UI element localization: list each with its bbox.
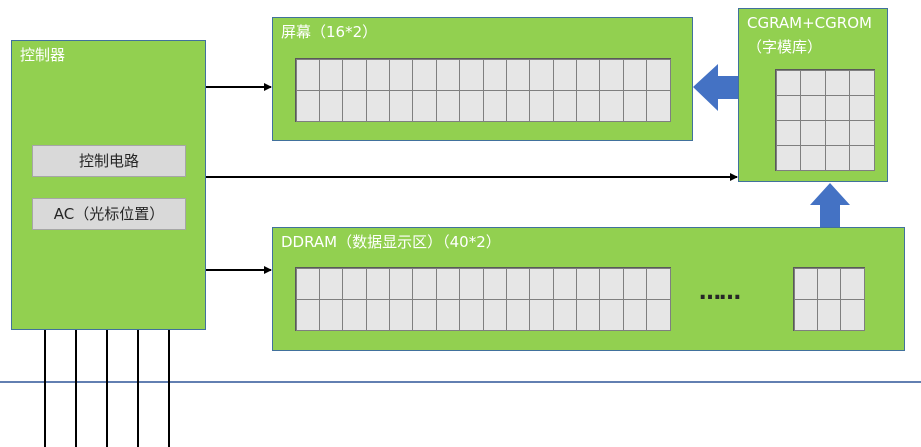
grid-cell — [365, 298, 390, 331]
grid-cell — [840, 267, 865, 300]
cgram-cgrom-block: CGRAM+CGROM （字模库） — [738, 8, 888, 182]
grid-cell — [775, 94, 801, 121]
grid-cell — [849, 119, 875, 146]
grid-cell — [646, 89, 671, 122]
grid-cell — [622, 58, 648, 91]
grid-cell — [775, 69, 801, 96]
controller-block: 控制器 控制电路 AC（光标位置） — [11, 40, 206, 330]
grid-cell — [646, 58, 671, 91]
ddram-cell-grid-main — [295, 267, 671, 331]
grid-cell — [800, 69, 826, 96]
grid-cell — [505, 298, 531, 331]
cgram-cgrom-subtitle: （字模库） — [747, 38, 823, 56]
grid-cell — [295, 298, 320, 331]
grid-cell — [435, 267, 461, 300]
grid-cell — [318, 89, 344, 122]
grid-cell — [412, 89, 437, 122]
block-arrow-cgram-to-screen — [693, 64, 738, 111]
grid-cell — [482, 58, 507, 91]
grid-cell — [622, 89, 648, 122]
grid-cell — [646, 298, 671, 331]
grid-cell — [505, 89, 531, 122]
grid-cell — [800, 144, 826, 171]
grid-cell — [824, 94, 850, 121]
grid-cell — [840, 298, 865, 331]
grid-cell — [342, 298, 367, 331]
ddram-cell-grid-tail — [793, 267, 865, 331]
grid-cell — [622, 298, 648, 331]
grid-cell — [529, 298, 554, 331]
grid-cell — [552, 58, 577, 91]
grid-cell — [816, 267, 842, 300]
grid-cell — [576, 267, 601, 300]
screen-cell-grid — [295, 58, 671, 122]
grid-cell — [459, 58, 484, 91]
grid-cell — [775, 119, 801, 146]
block-arrow-ddram-to-cgram — [810, 183, 850, 227]
ddram-title: DDRAM（数据显示区）（40*2） — [281, 233, 501, 251]
cgram-cell-grid — [775, 69, 875, 171]
screen-title: 屏幕（16*2） — [281, 23, 378, 41]
grid-cell — [529, 89, 554, 122]
grid-cell — [459, 267, 484, 300]
grid-cell — [482, 89, 507, 122]
grid-cell — [529, 58, 554, 91]
grid-cell — [365, 89, 390, 122]
grid-cell — [295, 267, 320, 300]
grid-cell — [389, 298, 414, 331]
cgram-cgrom-title: CGRAM+CGROM — [747, 14, 872, 32]
ddram-block: DDRAM（数据显示区）（40*2） …… — [272, 227, 905, 351]
grid-cell — [435, 89, 461, 122]
grid-cell — [342, 89, 367, 122]
controller-title: 控制器 — [20, 46, 66, 64]
ddram-ellipsis: …… — [699, 280, 741, 305]
grid-cell — [816, 298, 842, 331]
screen-block: 屏幕（16*2） — [272, 17, 693, 141]
ac-cursor-position-box: AC（光标位置） — [32, 198, 186, 230]
control-circuit-box: 控制电路 — [32, 145, 186, 177]
grid-cell — [295, 58, 320, 91]
grid-cell — [849, 144, 875, 171]
grid-cell — [646, 267, 671, 300]
data-bus-lines — [44, 330, 170, 447]
grid-cell — [552, 267, 577, 300]
